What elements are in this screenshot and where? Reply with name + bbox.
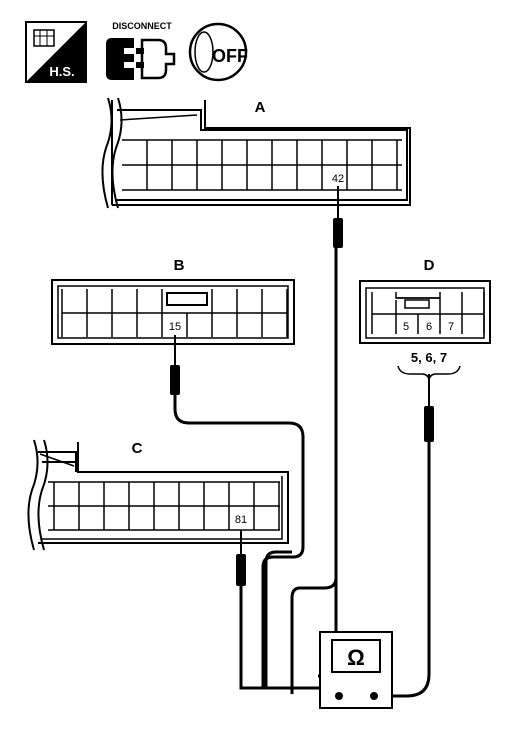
connector-d-caption: 5, 6, 7: [411, 350, 447, 365]
connector-c-pin-81: 81: [235, 514, 247, 526]
connector-d-label: D: [424, 257, 435, 274]
hs-icon: H.S.: [25, 21, 87, 83]
connector-d-pin-5: 5: [403, 321, 409, 333]
probe-wires: [170, 186, 434, 698]
ohmmeter: Ω: [319, 631, 393, 709]
ohm-symbol-icon: Ω: [347, 645, 365, 670]
disconnect-icon: DISCONNECT: [106, 21, 176, 80]
connector-d-pin-7: 7: [448, 321, 454, 333]
disconnect-label: DISCONNECT: [112, 21, 172, 31]
ignition-off-icon: OFF: [188, 22, 248, 82]
connector-b-label: B: [174, 257, 185, 274]
off-label: OFF: [212, 46, 248, 66]
connector-c: C 81: [27, 439, 289, 551]
connector-c-label: C: [132, 440, 143, 457]
connector-a: A 42: [101, 97, 411, 209]
connector-d: D 5 6 7 5, 6, 7: [359, 257, 491, 381]
hs-label: H.S.: [49, 64, 74, 79]
connector-b-pin-15: 15: [169, 321, 181, 333]
connector-a-label: A: [255, 99, 266, 116]
connector-a-pin-42: 42: [332, 173, 344, 185]
connector-b: B 15: [51, 257, 295, 345]
connector-d-pin-6: 6: [426, 321, 432, 333]
